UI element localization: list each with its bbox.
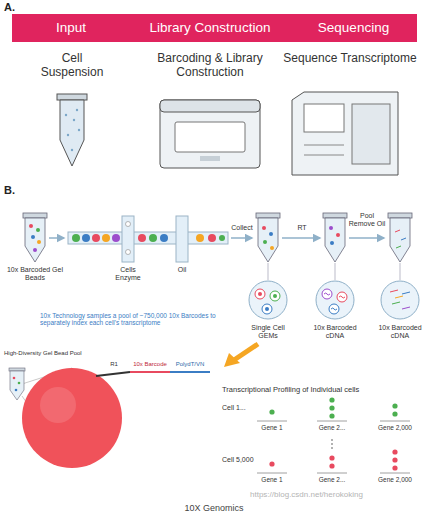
step-arrow-label: RT [287, 224, 317, 232]
item-label: 10x Barcoded cDNA [308, 324, 362, 340]
cell-label: Cell 5,000 [222, 456, 256, 464]
header-text: Library Construction [150, 20, 271, 36]
gem-tube [256, 213, 280, 262]
caption: 10X Genomics [159, 503, 269, 513]
step-arrow-label: Collect [224, 224, 260, 232]
gel-bead-tube [23, 213, 47, 262]
header-text: Sequencing [318, 20, 389, 36]
item-label: High-Diversity Gel Bead Pool [4, 350, 94, 357]
pooled-cdna-closeup [381, 281, 419, 319]
header-band: Sequencing [290, 14, 417, 42]
note-text: 10x Technology samples a pool of ~750,00… [40, 312, 230, 327]
pooled-cdna-tube [388, 213, 412, 262]
channel-label: Cells Enzyme [108, 266, 148, 282]
chromium-controller-icon [160, 100, 260, 168]
section-title: Transcriptional Profiling of Individual … [222, 386, 422, 395]
step-arrow-label: Pool Remove Oil [347, 212, 387, 228]
channel-label: Oil [167, 266, 197, 274]
item-label: Single Cell GEMs [241, 324, 295, 340]
expression-dots [257, 397, 410, 473]
gene-label: Gene 2... [307, 424, 357, 431]
cell-tube-icon [57, 94, 87, 166]
watermark: https://blog.csdn.net/herokoking [250, 490, 426, 499]
header-band: Library Construction [130, 14, 290, 42]
oligo-strand [96, 372, 210, 376]
gene-label: Gene 2,000 [370, 424, 420, 431]
gene-label: Gene 2... [307, 476, 357, 483]
cdna-tube [323, 213, 347, 262]
oligo-part-label: R1 [107, 361, 121, 368]
gel-bead-closeup [9, 368, 122, 468]
gene-label: Gene 2,000 [370, 476, 420, 483]
item-label: 10x Barcoded Gel Beads [4, 266, 66, 282]
header-text: Input [56, 20, 86, 36]
microfluidic-chip [68, 216, 228, 262]
gene-label: Gene 1 [247, 476, 297, 483]
gene-label: Gene 1 [247, 424, 297, 431]
step-label: Sequence Transcriptome [275, 52, 425, 66]
gem-closeup [249, 281, 287, 319]
oligo-part-label: 10x Barcode [130, 361, 170, 368]
step-label: Cell Suspension [35, 52, 109, 80]
orange-arrow [224, 344, 258, 367]
cell-label: Cell 1... [222, 404, 256, 412]
panel-letter: B. [4, 184, 28, 197]
zoom-lines [268, 263, 400, 280]
panel-letter: A. [4, 1, 28, 14]
sequencer-icon [292, 92, 398, 175]
item-label: 10x Barcoded cDNA [374, 324, 426, 340]
oligo-part-label: PolydT/VN [170, 361, 210, 368]
header-band: Input [12, 14, 130, 42]
step-label: Barcoding & Library Construction [144, 52, 276, 80]
cdna-closeup [316, 281, 354, 319]
